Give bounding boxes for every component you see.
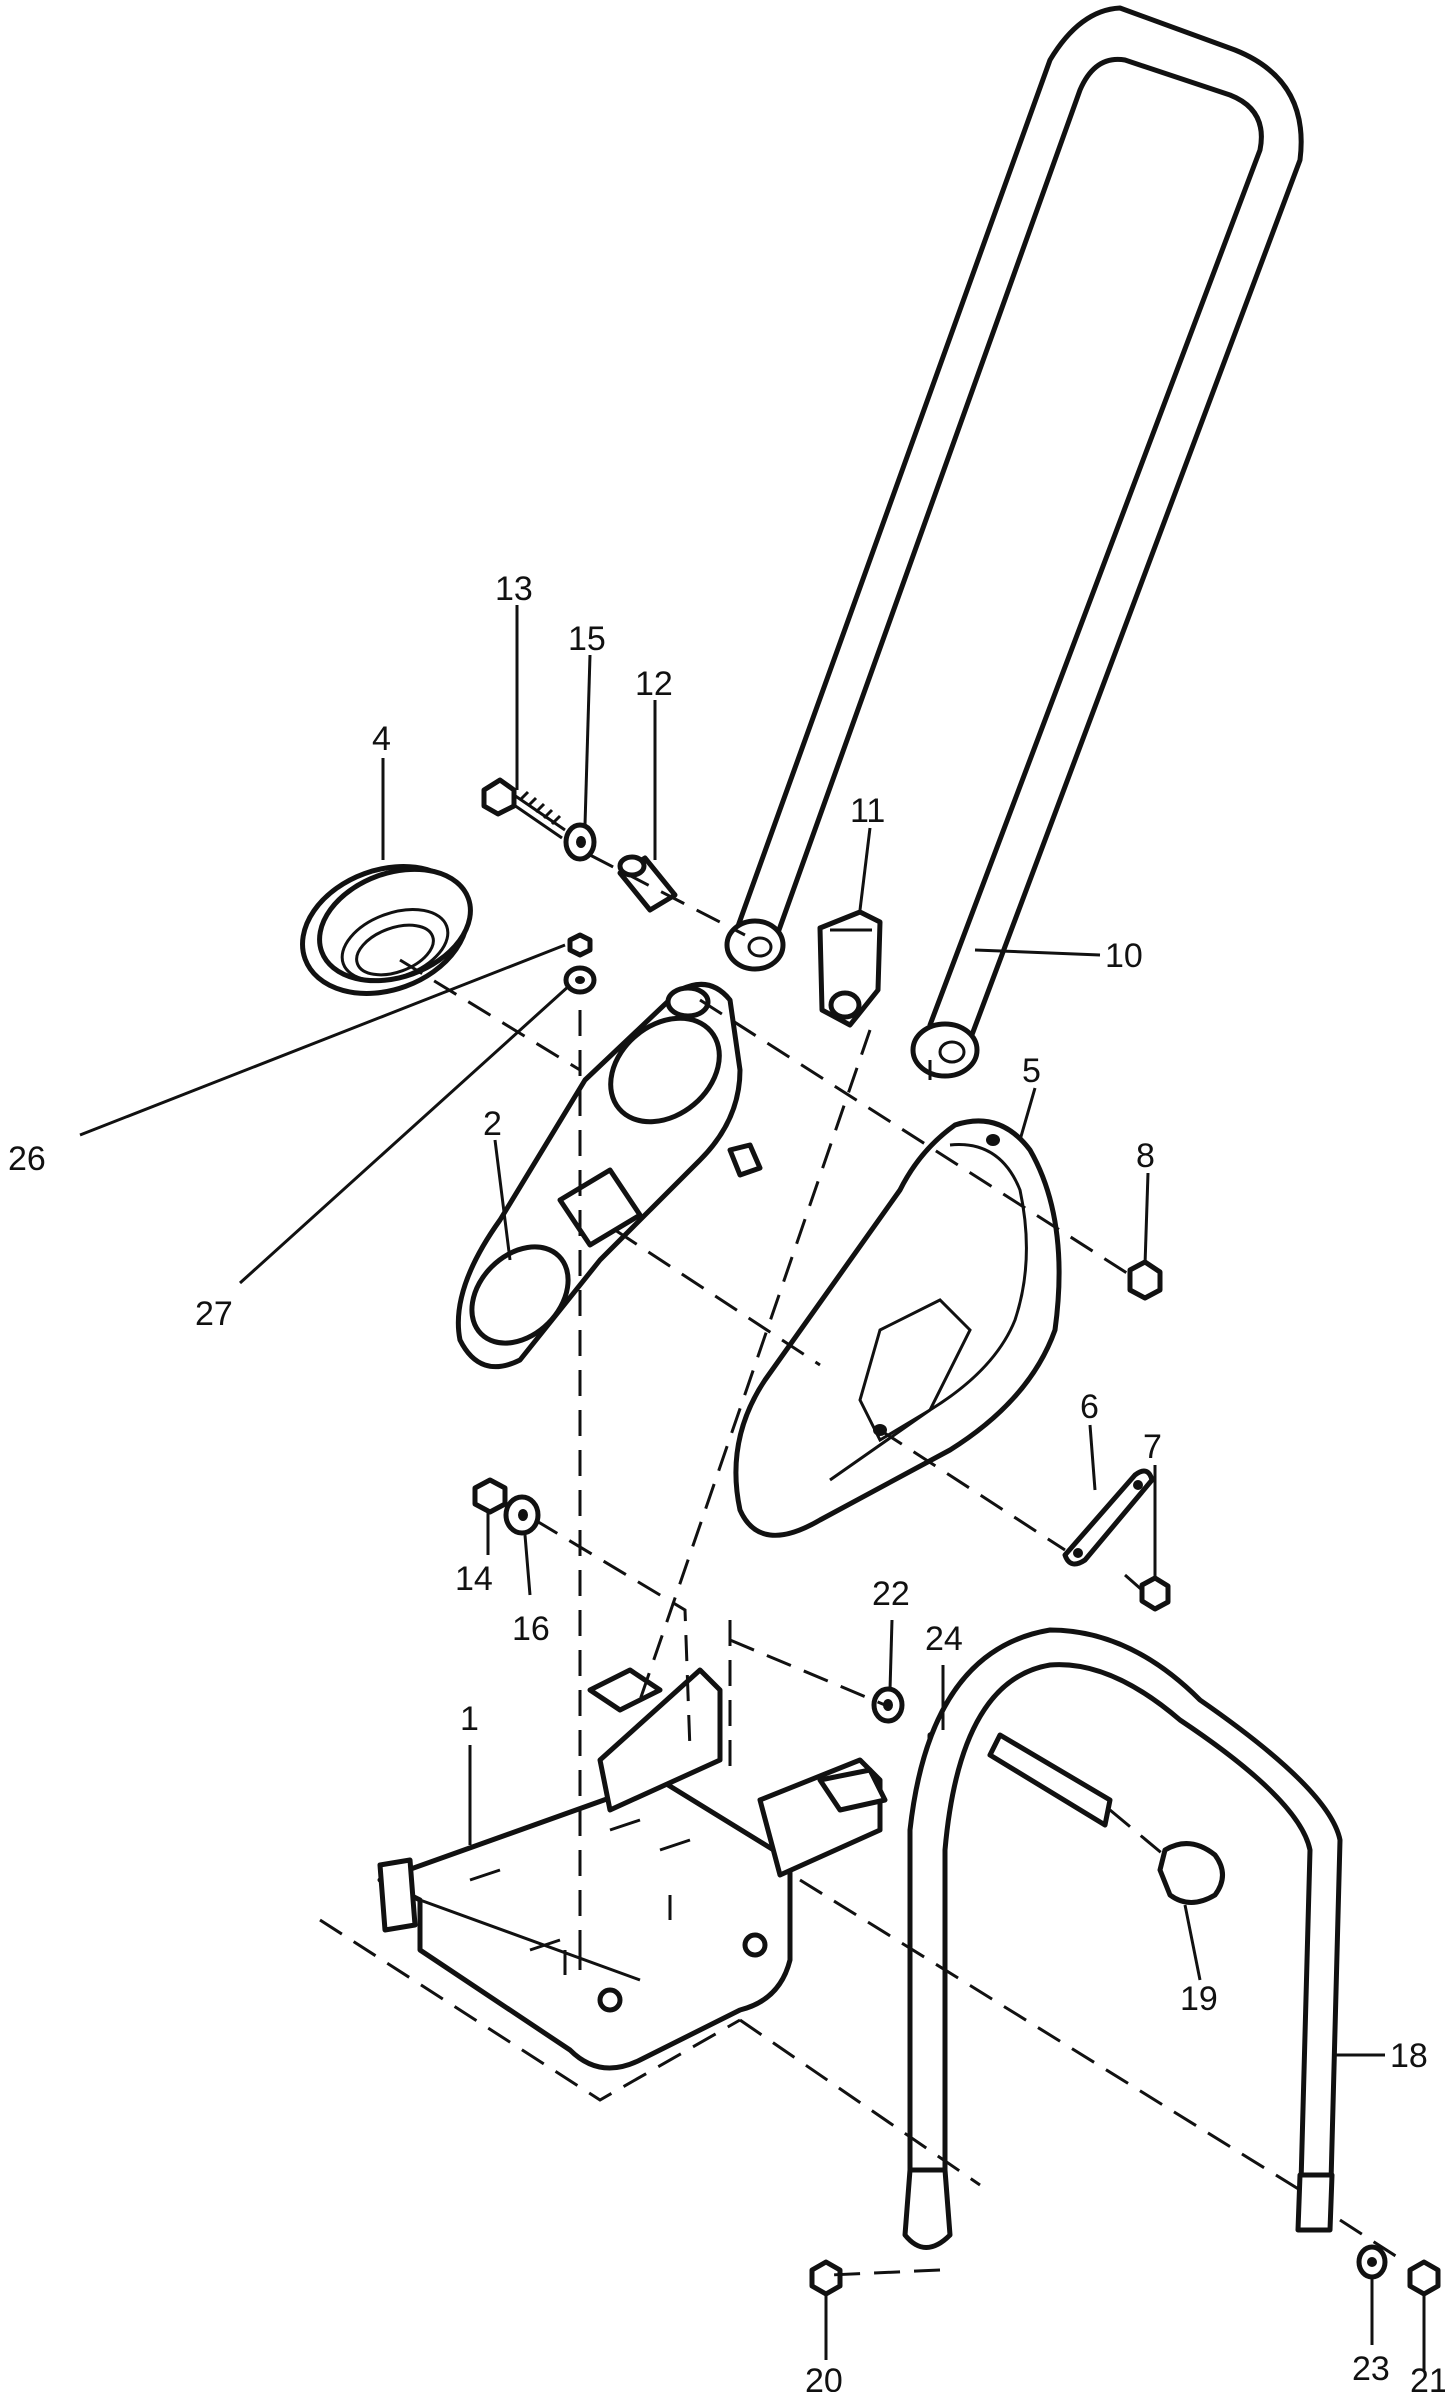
callout-23: 23 — [1352, 2350, 1390, 2388]
belt-plate-part-2 — [455, 981, 763, 1370]
callout-13: 13 — [495, 570, 533, 608]
washer-part-22 — [871, 1686, 905, 1724]
grip-part-19 — [987, 1732, 1225, 1905]
washer-part-15 — [563, 822, 597, 862]
nut-part-14 — [472, 1477, 508, 1515]
nut-part-26 — [567, 932, 593, 958]
screw-part-7 — [1124, 1573, 1171, 1612]
callout-21: 21 — [1410, 2362, 1445, 2392]
callout-5: 5 — [1022, 1052, 1041, 1090]
callout-6: 6 — [1080, 1388, 1099, 1426]
callout-12: 12 — [635, 665, 673, 703]
callout-27: 27 — [195, 1295, 233, 1333]
callout-4: 4 — [372, 720, 391, 758]
washer-part-23 — [1356, 2244, 1388, 2280]
callout-2: 2 — [483, 1105, 502, 1143]
callout-7: 7 — [1143, 1428, 1162, 1466]
handle-part-10 — [724, 5, 1304, 1079]
clip-part-6 — [1062, 1468, 1155, 1567]
leader-lines — [79, 605, 1426, 2370]
washer-part-27 — [563, 965, 597, 995]
pulley-part-4 — [300, 864, 473, 996]
bolt-part-13 — [481, 777, 566, 840]
callout-26: 26 — [8, 1140, 46, 1178]
callout-22: 22 — [872, 1575, 910, 1613]
rear-handle-part-18 — [902, 1627, 1343, 2250]
callout-11: 11 — [850, 792, 885, 830]
assembly-lines — [319, 853, 1406, 2277]
callout-1: 1 — [460, 1700, 479, 1738]
callout-10: 10 — [1105, 937, 1143, 975]
screw-part-8 — [1127, 1259, 1163, 1301]
bracket-part-11 — [817, 909, 883, 1028]
callout-8: 8 — [1136, 1137, 1155, 1175]
washer-part-16 — [503, 1494, 541, 1536]
callout-19: 19 — [1180, 1980, 1218, 2018]
bolt-part-20 — [809, 2259, 843, 2297]
callout-18: 18 — [1390, 2037, 1428, 2075]
callout-15: 15 — [568, 620, 606, 658]
bolt-part-21 — [1407, 2259, 1441, 2297]
callout-labels: 13 15 12 4 11 10 5 8 26 2 27 6 7 14 16 2… — [8, 570, 1445, 2392]
belt-cover-part-5 — [733, 1118, 1062, 1538]
base-frame-part-1 — [377, 1667, 888, 2071]
callout-24: 24 — [925, 1620, 963, 1658]
callout-14: 14 — [455, 1560, 493, 1598]
callout-16: 16 — [512, 1610, 550, 1648]
callout-20: 20 — [805, 2362, 843, 2392]
